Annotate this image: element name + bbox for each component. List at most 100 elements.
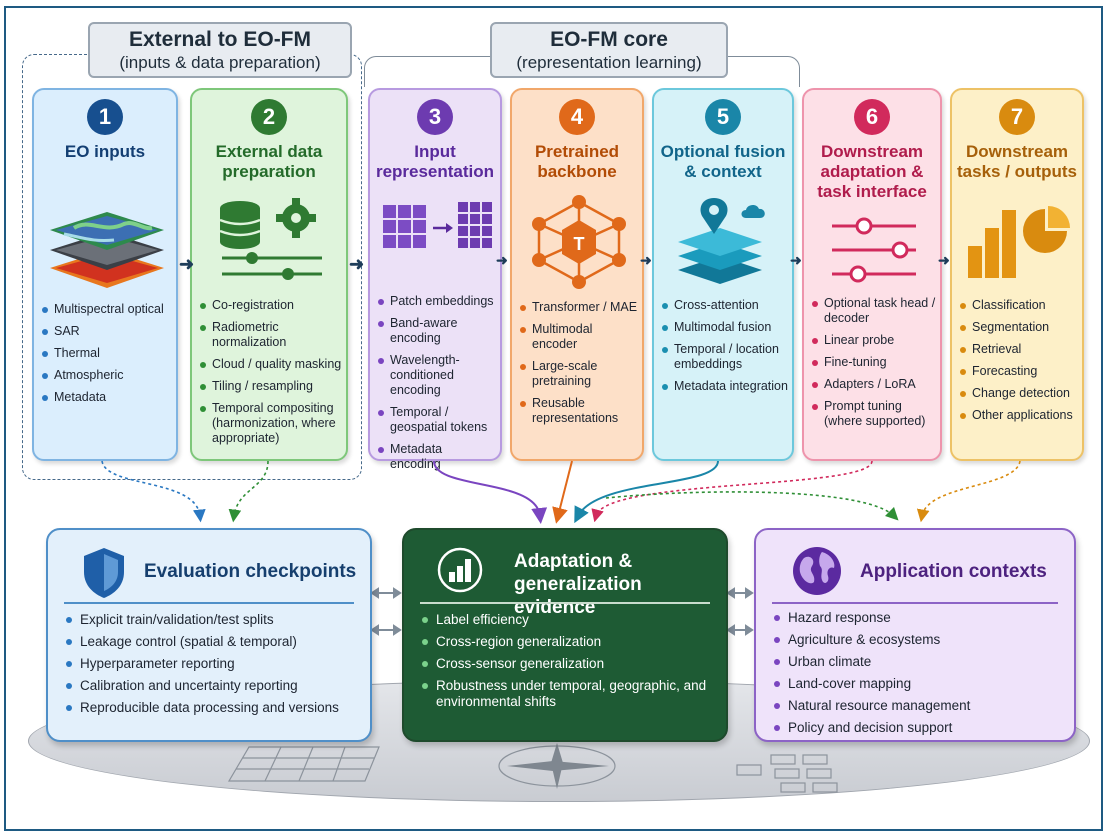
list-item: Thermal <box>40 346 172 361</box>
list-item: Radiometric normalization <box>198 320 342 350</box>
column-title: EO inputs <box>64 142 146 161</box>
core-group-label: EO-FM core (representation learning) <box>490 22 728 78</box>
external-group-subtitle: (inputs & data preparation) <box>119 53 321 72</box>
list-item: Temporal compositing (harmonization, whe… <box>198 401 342 446</box>
list-item: Metadata encoding <box>376 442 496 472</box>
globe-icon <box>790 544 844 603</box>
arrow-right-icon: ➜ <box>938 252 950 268</box>
shield-icon <box>80 546 128 605</box>
list-item: Other applications <box>958 408 1078 423</box>
grid-decoration <box>227 746 380 782</box>
database-gear-icon <box>192 196 346 286</box>
compass-icon <box>498 743 616 789</box>
list-item: Multimodal fusion <box>660 320 788 335</box>
list-item: Temporal / location embeddings <box>660 342 788 372</box>
step-number-4: 4 <box>559 99 595 135</box>
list-item: Label efficiency <box>416 612 716 628</box>
list-item: Natural resource management <box>768 698 1070 714</box>
list-item: Retrieval <box>958 342 1078 357</box>
list-item: Urban climate <box>768 654 1070 670</box>
list-item: Wavelength-conditioned encoding <box>376 353 496 398</box>
layered-maps-icon <box>34 184 176 294</box>
list-item: Metadata <box>40 390 172 405</box>
diagram-frame: External to EO-FM (inputs & data prepara… <box>4 6 1103 831</box>
card-title: Adaptation & generalization evidence <box>514 550 726 619</box>
list-item: Metadata integration <box>660 379 788 394</box>
step-number-5: 5 <box>705 99 741 135</box>
list-item: Temporal / geospatial tokens <box>376 405 496 435</box>
arrow-right-icon: ➜ <box>640 252 652 268</box>
step-number-7: 7 <box>999 99 1035 135</box>
list-item: SAR <box>40 324 172 339</box>
step-number-1: 1 <box>87 99 123 135</box>
list-item: Cross-attention <box>660 298 788 313</box>
divider <box>772 602 1058 604</box>
arrow-right-icon: ➜ <box>179 254 195 274</box>
column-pretrained-backbone: 4 Pretrained backbone T Transformer / MA… <box>510 88 644 461</box>
list-item: Policy and decision support <box>768 720 1070 736</box>
list-item: Cross-region generalization <box>416 634 716 650</box>
list-item: Adapters / LoRA <box>810 377 936 392</box>
list-item: Fine-tuning <box>810 355 936 370</box>
list-item: Band-aware encoding <box>376 316 496 346</box>
column-external-data-preparation: 2 External data preparation Co- <box>190 88 348 461</box>
adaptation-generalization-card: Adaptation & generalization evidence Lab… <box>402 528 728 742</box>
application-contexts-card: Application contexts Hazard response Agr… <box>754 528 1076 742</box>
list-item: Prompt tuning (where supported) <box>810 399 936 429</box>
column-optional-fusion-context: 5 Optional fusion & context Cross-attent… <box>652 88 794 461</box>
list-item: Agriculture & ecosystems <box>768 632 1070 648</box>
column-downstream-adaptation: 6 Downstream adaptation & task interface… <box>802 88 942 461</box>
list-item: Segmentation <box>958 320 1078 335</box>
list-item: Hazard response <box>768 610 1070 626</box>
step-number-3: 3 <box>417 99 453 135</box>
step-number-2: 2 <box>251 99 287 135</box>
column-title: Input representation <box>375 142 495 181</box>
list-item: Multimodal encoder <box>518 322 638 352</box>
list-item: Atmospheric <box>40 368 172 383</box>
bar-pie-chart-icon <box>952 198 1082 282</box>
column-title: Optional fusion & context <box>660 142 786 181</box>
list-item: Forecasting <box>958 364 1078 379</box>
external-group-label: External to EO-FM (inputs & data prepara… <box>88 22 352 78</box>
step-number-6: 6 <box>854 99 890 135</box>
list-item: Cloud / quality masking <box>198 357 342 372</box>
external-group-title: External to EO-FM <box>128 28 312 51</box>
card-title-line1: Adaptation & <box>514 551 633 572</box>
arrow-right-icon: ➜ <box>496 252 508 268</box>
list-item: Patch embeddings <box>376 294 496 309</box>
evaluation-checkpoints-card: Evaluation checkpoints Explicit train/va… <box>46 528 372 742</box>
list-item: Transformer / MAE <box>518 300 638 315</box>
column-title: Downstream adaptation & task interface <box>817 142 927 201</box>
list-item: Reusable representations <box>518 396 638 426</box>
list-item: Leakage control (spatial & temporal) <box>60 634 366 650</box>
list-item: Hyperparameter reporting <box>60 656 366 672</box>
list-item: Multispectral optical <box>40 302 172 317</box>
list-item: Large-scale pretraining <box>518 359 638 389</box>
sliders-icon <box>804 214 940 284</box>
list-item: Change detection <box>958 386 1078 401</box>
list-item: Optional task head / decoder <box>810 296 936 326</box>
card-title: Evaluation checkpoints <box>144 561 357 582</box>
list-item: Robustness under temporal, geographic, a… <box>416 678 716 710</box>
list-item: Tiling / resampling <box>198 379 342 394</box>
list-item: Classification <box>958 298 1078 313</box>
bar-chart-icon <box>436 546 484 599</box>
column-title: Pretrained backbone <box>534 142 620 181</box>
core-group-title: EO-FM core <box>550 28 668 51</box>
patch-grid-icon <box>370 198 500 268</box>
divider <box>420 602 710 604</box>
column-eo-inputs: 1 EO inputs Multispectral optical SAR Th… <box>32 88 178 461</box>
card-title: Application contexts <box>860 561 1047 582</box>
list-item: Cross-sensor generalization <box>416 656 716 672</box>
backbone-letter: T <box>574 234 585 254</box>
transformer-network-icon: T <box>512 192 642 292</box>
location-layers-icon <box>654 194 792 286</box>
core-group-subtitle: (representation learning) <box>516 53 702 72</box>
arrow-right-icon: ➜ <box>790 252 802 268</box>
column-title: External data preparation <box>215 142 323 181</box>
list-item: Reproducible data processing and version… <box>60 700 366 716</box>
column-input-representation: 3 Input representation Patch e <box>368 88 502 471</box>
list-item: Explicit train/validation/test splits <box>60 612 366 628</box>
tile-decoration <box>736 754 838 793</box>
arrow-right-icon: ➜ <box>349 254 365 274</box>
